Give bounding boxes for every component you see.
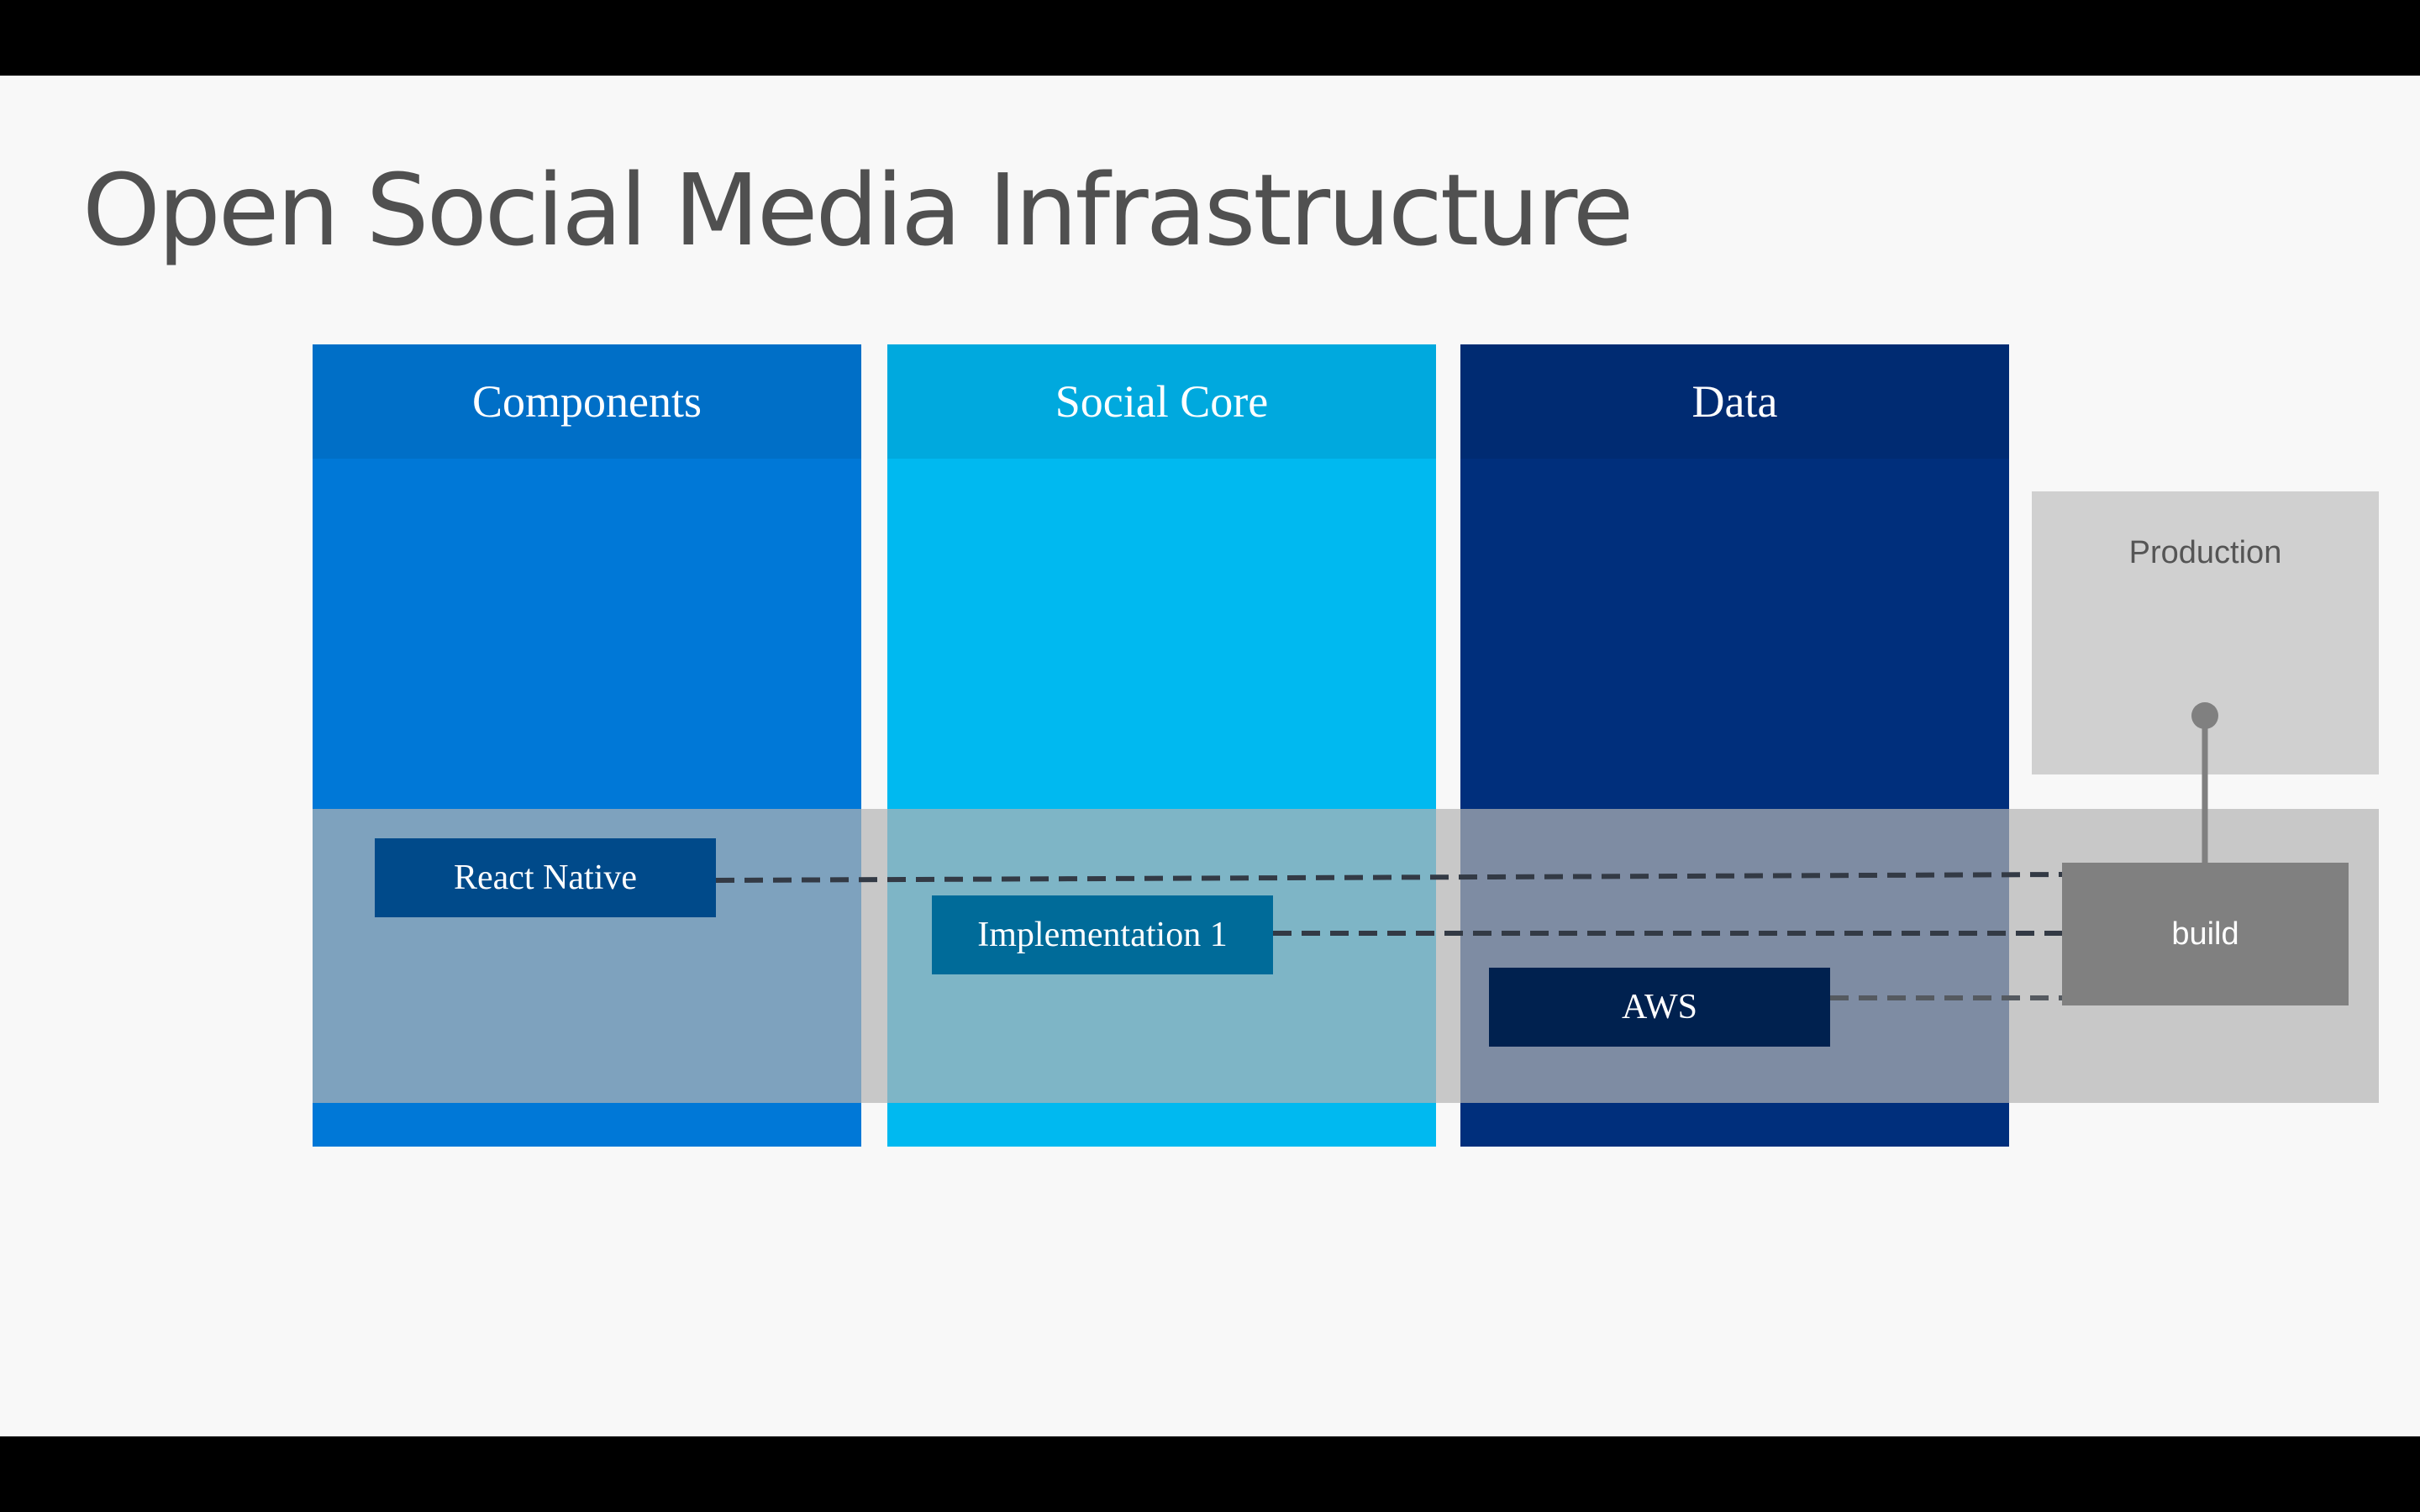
aws-box: AWS <box>1489 968 1830 1047</box>
build-box: build <box>2062 863 2349 1005</box>
production-box: Production <box>2032 491 2379 774</box>
slide-title: Open Social Media Infrastructure <box>82 152 1634 268</box>
column-social-core-header: Social Core <box>887 344 1436 459</box>
react-native-box: React Native <box>375 838 716 917</box>
letterbox-bottom <box>0 1436 2420 1512</box>
slide: Open Social Media Infrastructure Compone… <box>0 76 2420 1436</box>
column-components-header: Components <box>313 344 861 459</box>
column-data-header: Data <box>1460 344 2009 459</box>
implementation-box: Implementation 1 <box>932 895 1273 974</box>
letterbox-top <box>0 0 2420 76</box>
production-label: Production <box>2128 535 2282 570</box>
